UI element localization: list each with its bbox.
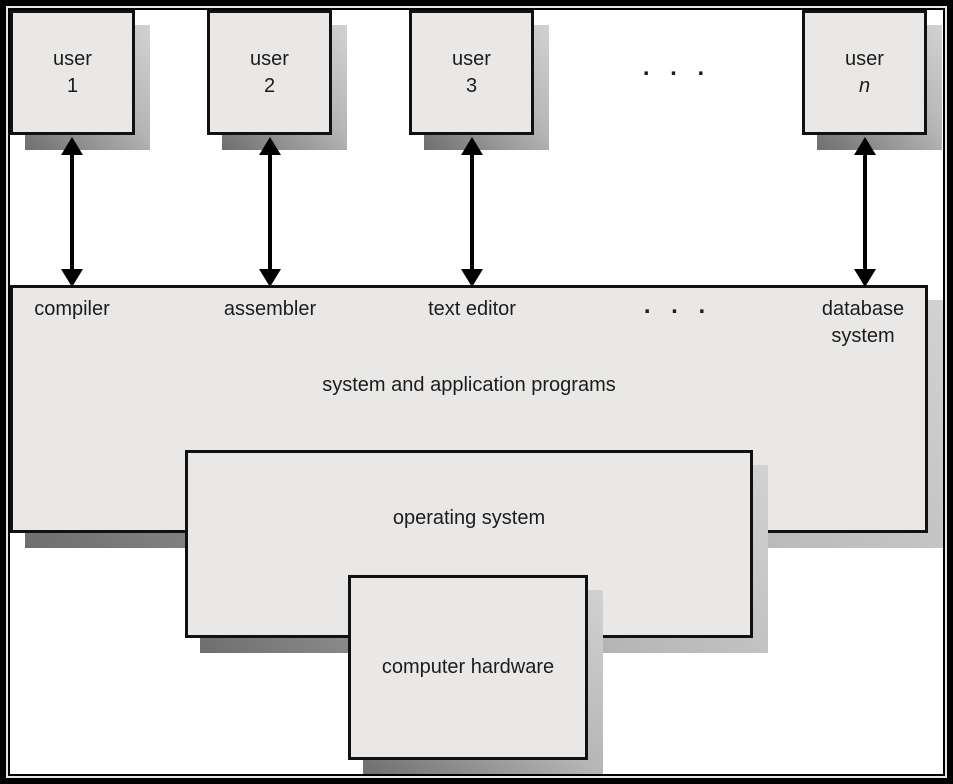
arrow-shaft xyxy=(70,150,74,274)
label-database-system: database system xyxy=(822,296,904,350)
arrow-down-head-icon xyxy=(61,269,83,287)
user-3-number: 3 xyxy=(465,74,478,97)
diagram-canvas: compiler assembler text editor . . . dat… xyxy=(10,10,943,774)
label-assembler: assembler xyxy=(223,298,317,320)
computer-hardware-box: computer hardware xyxy=(348,575,588,760)
user-3-label: user xyxy=(452,47,491,70)
user-box-3: user 3 xyxy=(409,10,534,135)
arrow-shaft xyxy=(863,150,867,274)
arrow-down-head-icon xyxy=(259,269,281,287)
user-box-n: user n xyxy=(802,10,927,135)
arrow-shaft xyxy=(268,150,272,274)
user-n-number: n xyxy=(858,74,871,97)
user-box-1: user 1 xyxy=(10,10,135,135)
bidirectional-arrow-icon-user-n xyxy=(854,137,876,287)
label-database-line2: system xyxy=(831,325,895,347)
user-box-2: user 2 xyxy=(207,10,332,135)
ellipsis-users-row: . . . xyxy=(642,54,712,81)
user-2-number: 2 xyxy=(263,74,276,97)
bidirectional-arrow-icon-user-1 xyxy=(61,137,83,287)
arrow-up-head-icon xyxy=(259,137,281,155)
computer-hardware-label: computer hardware xyxy=(381,656,555,678)
bidirectional-arrow-icon-user-2 xyxy=(259,137,281,287)
user-2-label: user xyxy=(250,47,289,70)
arrow-down-head-icon xyxy=(461,269,483,287)
operating-system-label: operating system xyxy=(392,507,546,529)
user-1-label: user xyxy=(53,47,92,70)
user-n-label: user xyxy=(845,47,884,70)
label-compiler: compiler xyxy=(34,298,110,320)
ellipsis-programs-row: . . . xyxy=(643,292,713,319)
arrow-up-head-icon xyxy=(854,137,876,155)
arrow-down-head-icon xyxy=(854,269,876,287)
label-database-line1: database xyxy=(821,298,905,320)
arrow-up-head-icon xyxy=(461,137,483,155)
label-text-editor: text editor xyxy=(428,298,516,320)
arrow-up-head-icon xyxy=(61,137,83,155)
user-1-number: 1 xyxy=(66,74,79,97)
programs-box-title: system and application programs xyxy=(322,374,616,396)
arrow-shaft xyxy=(470,150,474,274)
bidirectional-arrow-icon-user-3 xyxy=(461,137,483,287)
